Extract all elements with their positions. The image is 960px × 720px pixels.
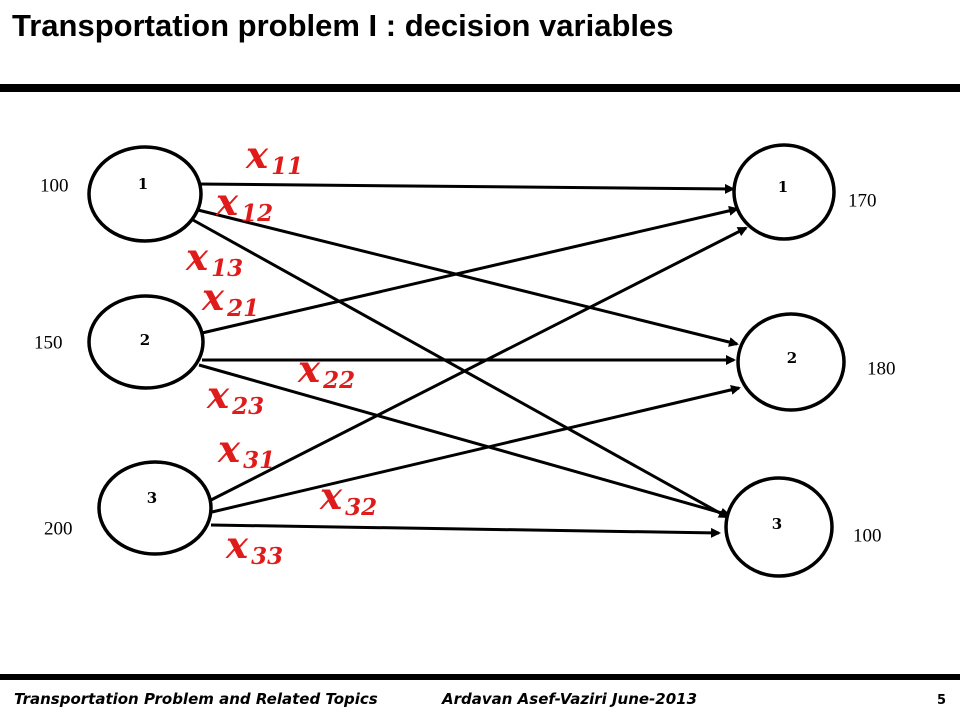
variable-symbol: x [319,474,343,518]
supply-amount: 150 [34,333,63,354]
destination-node-3 [724,476,834,578]
variable-subscript: 33 [251,543,283,570]
variable-subscript: 21 [226,295,259,322]
variable-subscript: 11 [271,153,303,180]
footer-course-title: Transportation Problem and Related Topic… [14,690,378,708]
variable-subscript: 23 [231,393,264,420]
demand-amount: 170 [848,191,877,212]
title-divider [0,84,960,92]
arc-2-1 [201,205,739,335]
source-node-label: 3 [147,489,157,507]
supply-amount: 100 [40,176,69,197]
arc-1-1 [196,182,735,194]
demand-amount: 100 [853,526,882,547]
destination-node-1 [732,143,836,241]
source-node-label: 2 [140,331,150,349]
nodes-layer [87,143,846,578]
demand-amount: 180 [867,359,896,380]
variable-subscript: 31 [243,447,275,474]
arc-3-3 [210,523,721,538]
arc-3-2 [211,384,741,514]
arcs-layer [192,182,748,538]
destination-node-2 [736,312,846,412]
supply-amount: 200 [44,519,73,540]
source-node-2 [87,294,205,390]
variable-subscript: 32 [345,494,377,521]
slide-title: Transportation problem I : decision vari… [12,8,674,43]
variable-symbol: x [206,373,230,417]
variable-symbol: x [185,235,209,279]
variable-subscript: 13 [211,255,243,282]
source-node-3 [97,460,213,556]
footer-author-date: Ardavan Asef-Vaziri June-2013 [442,690,698,708]
destination-node-label: 1 [778,178,788,196]
variable-subscript: 22 [322,367,355,394]
variable-symbol: x [215,180,239,224]
variable-symbol: x [201,275,225,319]
source-node-1 [87,145,203,243]
destination-node-label: 3 [772,515,782,533]
variable-symbol: x [225,523,249,567]
arc-1-2 [197,208,739,347]
variable-subscript: 12 [241,200,273,227]
variable-symbol: x [217,427,241,471]
variable-symbol: x [245,133,269,177]
destination-node-label: 2 [787,349,797,367]
footer-divider [0,674,960,680]
arc-3-1 [210,226,748,502]
source-node-label: 1 [138,175,148,193]
arc-1-3 [192,218,729,519]
variable-symbol: x [297,347,321,391]
arc-2-3 [198,363,731,518]
page-number: 5 [936,693,946,708]
